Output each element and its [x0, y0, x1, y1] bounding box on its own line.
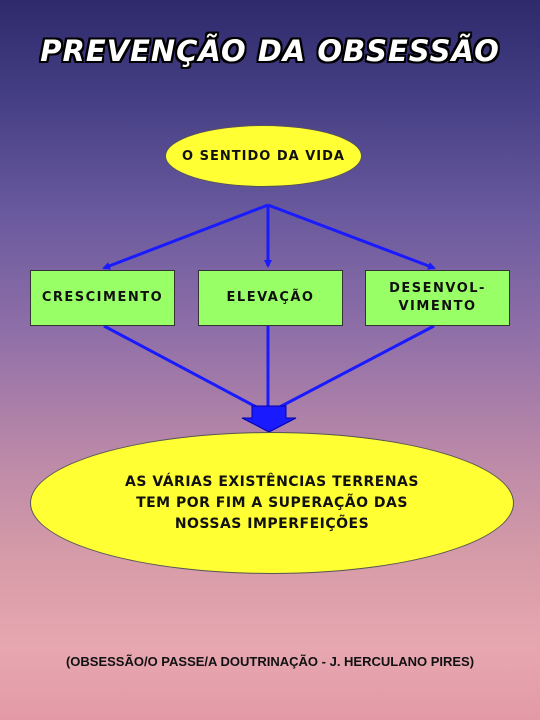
line-from-desenvolvimento — [273, 324, 435, 412]
branch-box-crescimento: CRESCIMENTO — [30, 270, 175, 326]
branch-label: DESENVOL- VIMENTO — [389, 281, 486, 314]
source-citation: (OBSESSÃO/O PASSE/A DOUTRINAÇÃO - J. HER… — [65, 654, 475, 669]
branch-label: ELEVAÇÃO — [226, 290, 315, 305]
branch-box-elevacao: ELEVAÇÃO — [198, 270, 343, 326]
line-from-crescimento — [103, 324, 263, 412]
conclusion-line: NOSSAS IMPERFEIÇÕES — [174, 515, 370, 532]
top-node-sentido-da-vida: O SENTIDO DA VIDA — [165, 125, 362, 187]
slide-title: PREVENÇÃO DA OBSESSÃO — [40, 34, 500, 68]
conclusion-text: AS VÁRIAS EXISTÊNCIAS TERRENAS TEM POR F… — [125, 472, 419, 535]
block-arrow-down — [241, 405, 297, 433]
conclusion-line: AS VÁRIAS EXISTÊNCIAS TERRENAS — [125, 473, 419, 490]
branch-label: CRESCIMENTO — [41, 290, 164, 305]
arrow-to-desenvolvimento — [267, 203, 436, 270]
bottom-node-conclusion: AS VÁRIAS EXISTÊNCIAS TERRENAS TEM POR F… — [30, 432, 514, 574]
branch-box-desenvolvimento: DESENVOL- VIMENTO — [365, 270, 510, 326]
conclusion-line: TEM POR FIM A SUPERAÇÃO DAS — [136, 494, 408, 511]
arrow-to-crescimento — [102, 203, 269, 270]
